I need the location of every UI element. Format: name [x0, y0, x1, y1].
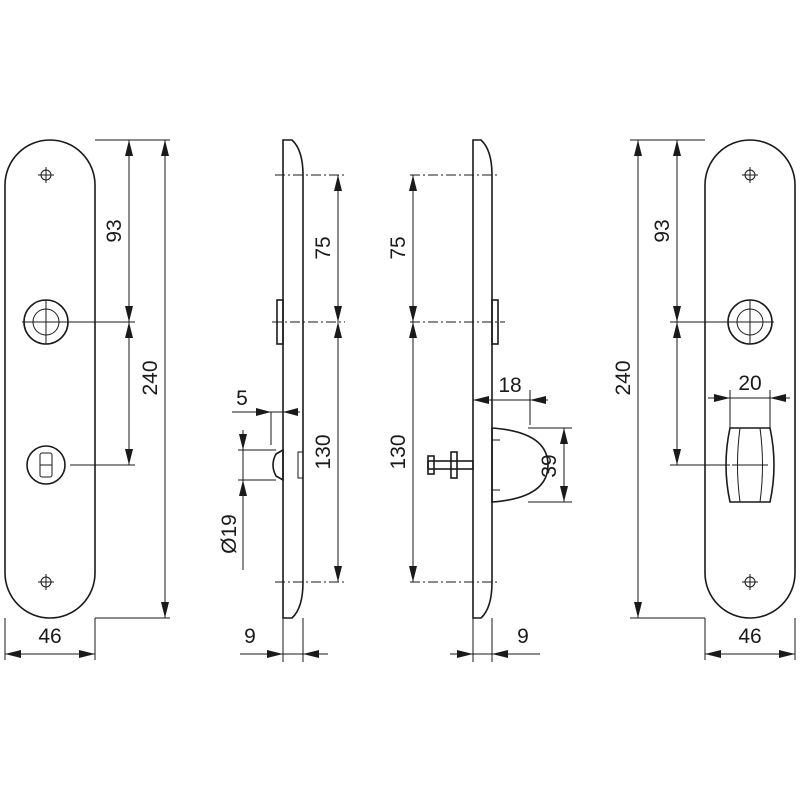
dimension-93-right: 93	[651, 140, 681, 322]
turn-knob-side	[491, 427, 549, 503]
dimension-label-75-side-left: 75	[312, 236, 335, 259]
dimension-cylinder-release-left	[125, 322, 133, 465]
cylinder-hole	[22, 299, 70, 345]
screw-hole-top	[38, 167, 54, 183]
dimension-93-left: 93	[103, 140, 133, 322]
dimension-9-side-right: 9	[450, 618, 540, 662]
dimension-18: 18	[472, 374, 548, 425]
side-view-right: 75 130 18 39	[387, 139, 572, 662]
dimension-20: 20	[708, 372, 790, 428]
dimension-label-20: 20	[738, 372, 761, 395]
dimension-label-75-side-right: 75	[387, 236, 410, 259]
plate-profile	[282, 139, 304, 619]
dimension-240-right: 240	[612, 140, 642, 618]
dimension-75-side-left: 75	[312, 175, 342, 322]
screw-hole-top	[742, 167, 758, 183]
emergency-release-slot	[26, 445, 66, 485]
dimension-label-93-left: 93	[103, 219, 126, 242]
front-view-left: 93 240 46	[4, 139, 170, 660]
dimension-label-240-left: 240	[139, 360, 162, 395]
dimension-label-18: 18	[498, 374, 521, 397]
dimension-5-side-left: 5	[232, 387, 300, 445]
cylinder-hole	[726, 299, 774, 345]
dimension-label-diameter-19: Ø19	[218, 514, 241, 554]
dimension-cylinder-turn-right	[673, 322, 681, 465]
plate-profile	[472, 139, 493, 619]
dimension-label-130-side-left: 130	[312, 434, 335, 469]
dimension-label-46-right: 46	[738, 625, 761, 648]
dimension-130-side-right: 130	[387, 322, 417, 582]
screw-hole-bottom	[742, 574, 758, 590]
dimension-label-93-right: 93	[651, 219, 674, 242]
side-view-left: 75 130 5 Ø19	[218, 139, 345, 662]
dimension-label-5: 5	[236, 387, 248, 410]
dimension-75-side-right: 75	[387, 175, 417, 322]
dimension-label-130-side-right: 130	[387, 434, 410, 469]
escutcheon-plate-outline	[4, 139, 96, 619]
dimension-46-right: 46	[704, 618, 796, 660]
dimension-label-240-right: 240	[612, 360, 635, 395]
turn-knob-front	[725, 427, 775, 503]
dimension-diameter-19: Ø19	[218, 430, 276, 570]
dimension-39: 39	[528, 427, 572, 503]
dimension-label-9-side-left: 9	[244, 625, 256, 648]
dimension-label-46-left: 46	[38, 625, 61, 648]
screw-hole-bottom	[38, 574, 54, 590]
dimension-240-left: 240	[139, 140, 169, 618]
front-view-right: 93 240 20 46	[612, 139, 796, 660]
dimension-9-side-left: 9	[240, 618, 328, 662]
emergency-spindle	[427, 451, 474, 479]
escutcheon-plate-outline	[704, 139, 796, 619]
dimension-130-side-left: 130	[312, 322, 342, 582]
dimension-46-left: 46	[4, 618, 96, 660]
emergency-knob-side	[272, 448, 304, 482]
dimension-label-39: 39	[538, 454, 561, 477]
dimension-label-9-side-right: 9	[517, 625, 529, 648]
